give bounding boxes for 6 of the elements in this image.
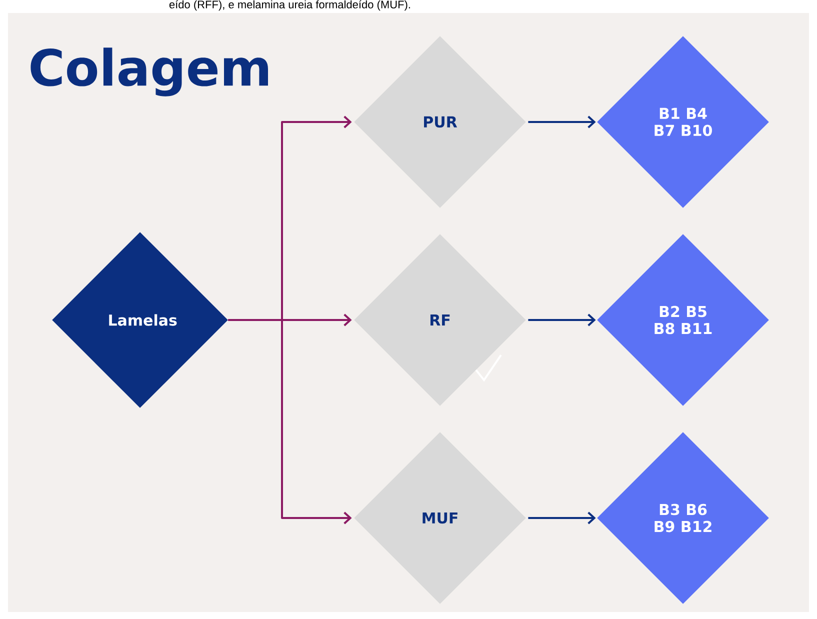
text-line: eído (RFF), e melamina ureia formaldeído (MUF). [169, 0, 410, 11]
arrow [528, 116, 596, 128]
arrow [528, 512, 596, 524]
title: Colagem [30, 48, 268, 96]
arrow [228, 319, 352, 524]
arrow [528, 314, 596, 326]
